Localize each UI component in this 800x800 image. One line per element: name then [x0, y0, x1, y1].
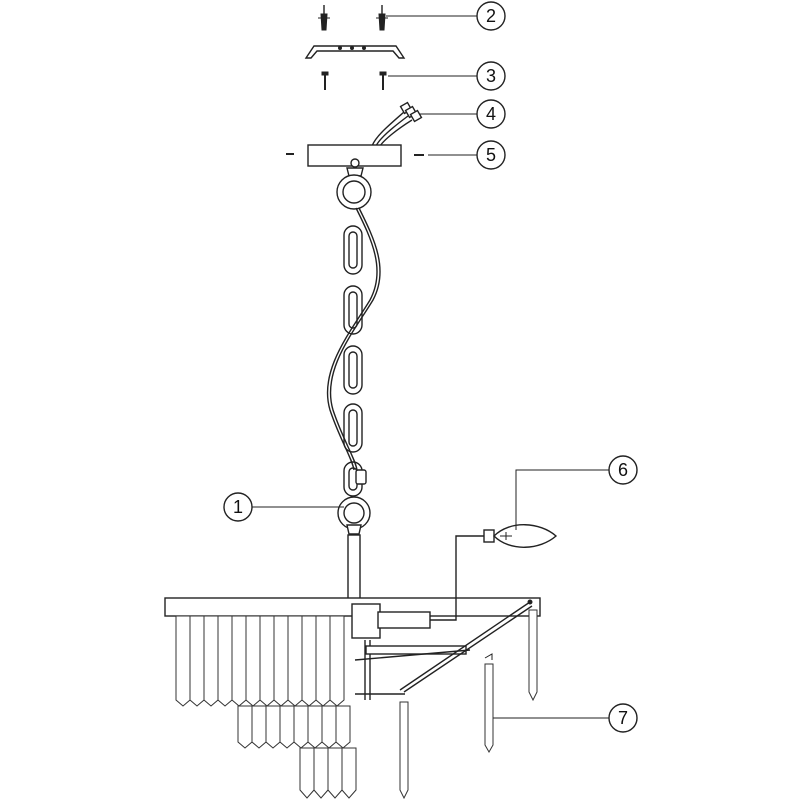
callout-2: 2	[386, 1, 506, 31]
wall-anchor-right	[376, 5, 388, 31]
center-rod	[347, 534, 361, 600]
callout-4: 4	[420, 99, 506, 129]
callout-1: 1	[223, 492, 344, 522]
mounting-screw-right	[379, 71, 387, 90]
crystal-tier-bottom	[299, 747, 357, 799]
candle-bulb	[430, 524, 558, 621]
callout-7: 7	[493, 703, 638, 733]
wall-anchors	[318, 5, 388, 31]
top-ring	[336, 158, 372, 210]
callout-5: 5	[428, 140, 506, 170]
callout-7-label: 7	[618, 708, 628, 728]
wire-connectors	[371, 101, 423, 147]
mounting-screws	[321, 71, 387, 90]
mounting-screw-left	[321, 71, 329, 90]
callout-6: 6	[515, 455, 638, 530]
chain	[343, 225, 367, 497]
chain-ring	[337, 496, 371, 535]
crystal-tier-top	[175, 615, 345, 707]
callout-5-label: 5	[486, 145, 496, 165]
crystal-tier-middle	[237, 705, 351, 749]
mounting-bracket	[304, 45, 406, 59]
callout-2-label: 2	[486, 6, 496, 26]
callout-1-label: 1	[233, 497, 243, 517]
chandelier-frame	[164, 597, 541, 700]
callout-3: 3	[388, 61, 506, 91]
callout-6-label: 6	[618, 460, 628, 480]
crystal-prisms	[399, 609, 538, 800]
power-cord	[326, 207, 381, 471]
wall-anchor-left	[318, 5, 330, 31]
callout-3-label: 3	[486, 66, 496, 86]
callout-4-label: 4	[486, 104, 496, 124]
